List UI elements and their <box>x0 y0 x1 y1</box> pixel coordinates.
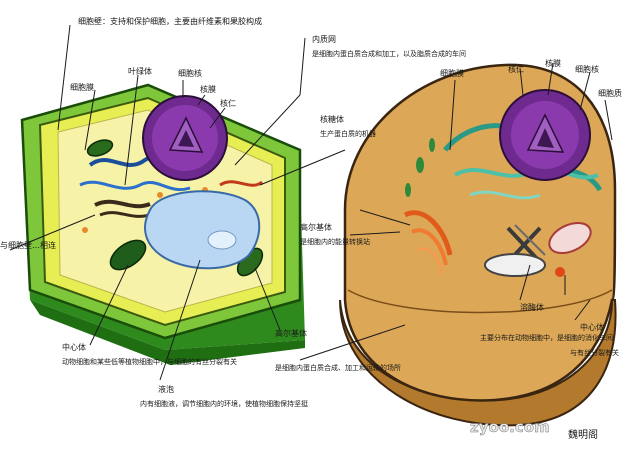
label-animal-membrane: 细胞膜 <box>440 68 464 78</box>
label-plant-chloroplast: 叶绿体 <box>128 66 152 76</box>
animal-vesicle <box>429 138 435 152</box>
plant-cell <box>20 83 305 365</box>
label-plant-golgi: 高尔基体 <box>275 328 307 338</box>
label-animal-lysosome-desc: 主要分布在动物细胞中，是细胞的消化车间 <box>480 333 613 342</box>
animal-cell <box>339 63 617 427</box>
animal-er-3 <box>469 190 541 200</box>
animal-golgi-2 <box>411 228 448 266</box>
animal-mitochondrion <box>548 221 592 255</box>
label-animal-nucleolus: 核仁 <box>508 64 524 74</box>
label-animal-cytoplasm: 细胞质 <box>598 88 622 98</box>
plant-vacuole-highlight <box>207 230 237 250</box>
label-animal-lysosome: 溶酶体 <box>520 302 544 312</box>
signature: 魏明阁 <box>568 428 598 441</box>
animal-vesicle <box>416 157 424 173</box>
plant-cell-wall-bottom <box>30 300 305 365</box>
label-plant-nuclear-envelope: 核膜 <box>200 84 216 94</box>
label-plant-golgi-desc: 是细胞内蛋白质合成、加工和运输的场所 <box>275 363 401 372</box>
leader-lines <box>9 24 613 381</box>
label-plant-nucleolus: 核仁 <box>220 98 236 108</box>
plant-er-2 <box>79 180 191 191</box>
label-animal-mito: 高尔基体 <box>300 222 332 232</box>
label-animal-er: 内质网 <box>312 34 336 44</box>
plant-chloroplast-3 <box>86 139 114 157</box>
watermark: zyoo.com <box>470 418 550 436</box>
animal-golgi-3 <box>417 247 444 275</box>
label-animal-er-desc: 是细胞内蛋白质合成和加工，以及脂质合成的车间 <box>312 49 466 58</box>
animal-nucleolus-core <box>537 128 554 148</box>
animal-vesicle <box>405 183 411 197</box>
labels: 细胞壁：支持和保护细胞，主要由纤维素和果胶构成 细胞膜 叶绿体 细胞核 核膜 核… <box>0 16 622 408</box>
plant-granule <box>82 227 88 233</box>
plant-er-red <box>219 180 263 187</box>
plant-chloroplast-1 <box>109 239 147 271</box>
label-plant-vacuole: 液泡 <box>158 384 174 394</box>
plant-nucleolus-core <box>178 130 194 147</box>
label-plant-central-body-desc: 动物细胞和某些低等植物细胞中，与细胞的有丝分裂有关 <box>62 357 237 366</box>
label-animal-ribosome-desc: 生产蛋白质的机器 <box>320 129 376 138</box>
animal-cell-rim <box>347 289 613 314</box>
label-plant-vacuole-desc: 内有细胞液，调节细胞内的环境，使植物细胞保持坚挺 <box>140 399 308 408</box>
label-plant-nucleus: 细胞核 <box>178 68 202 78</box>
label-plant-cell-wall: 细胞壁：支持和保护细胞，主要由纤维素和果胶构成 <box>78 16 262 26</box>
label-animal-centrosome: 中心体 <box>580 322 604 332</box>
plant-golgi <box>94 199 151 209</box>
animal-ribosome <box>555 267 565 277</box>
label-animal-ribosome: 核糖体 <box>320 114 344 124</box>
animal-golgi <box>403 210 453 256</box>
plant-vacuole <box>144 190 261 270</box>
label-plant-cell-membrane: 细胞膜 <box>70 82 94 92</box>
label-plant-left-note: 与细胞壁…相连 <box>0 240 56 250</box>
label-animal-centrosome-desc: 与有丝分裂有关 <box>570 348 619 357</box>
label-animal-mito-desc: 是细胞内的能量转换站 <box>300 237 370 246</box>
label-animal-nuclear-pore: 细胞核 <box>575 64 599 74</box>
plant-granule <box>157 192 163 198</box>
label-plant-central-body: 中心体 <box>62 342 86 352</box>
animal-lysosome <box>484 253 546 277</box>
label-animal-nuclear-envelope: 核膜 <box>545 58 561 68</box>
